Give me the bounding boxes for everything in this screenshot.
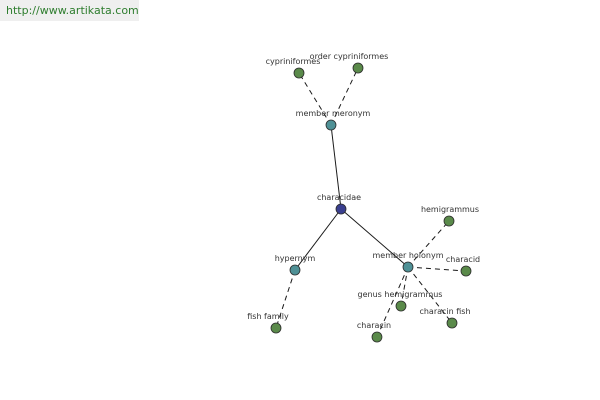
edge-characidae-to-member-meronym (330, 124, 342, 210)
node-member-holonym[interactable] (402, 261, 414, 273)
edge-hypernym-to-fish-family (275, 269, 296, 329)
graph-nodes (270, 62, 472, 343)
label-characin-fish[interactable]: characin fish (419, 307, 470, 316)
edge-member-holonym-to-characid (407, 266, 467, 272)
edge-characidae-to-member-holonym (340, 208, 409, 268)
edge-member-holonym-to-characin (376, 266, 409, 338)
edge-member-holonym-to-characin-fish (407, 266, 453, 324)
label-characidae[interactable]: characidae (317, 193, 361, 202)
label-hypernym[interactable]: hypernym (275, 254, 316, 263)
graph-edges (275, 67, 467, 338)
label-order-cypriniformes[interactable]: order cypriniformes (310, 52, 389, 61)
source-url-link[interactable]: http://www.artikata.com (0, 0, 139, 21)
edge-member-holonym-to-hemigrammus (407, 220, 450, 268)
node-fish-family[interactable] (270, 322, 282, 334)
edge-member-holonym-to-genus-hemigrammus (400, 266, 409, 307)
label-genus-hemigrammus[interactable]: genus hemigrammus (358, 290, 443, 299)
label-member-holonym[interactable]: member holonym (372, 251, 443, 260)
label-characid[interactable]: characid (446, 255, 480, 264)
node-characid[interactable] (460, 265, 472, 277)
label-member-meronym[interactable]: member meronym (296, 109, 371, 118)
label-characin[interactable]: characin (357, 321, 391, 330)
label-fish-family[interactable]: fish family (247, 312, 289, 321)
node-characin[interactable] (371, 331, 383, 343)
node-member-meronym[interactable] (325, 119, 337, 131)
edge-member-meronym-to-cypriniformes (298, 72, 332, 126)
node-hemigrammus[interactable] (443, 215, 455, 227)
node-hypernym[interactable] (289, 264, 301, 276)
edge-member-meronym-to-order-cypriniformes (330, 67, 359, 126)
graph-labels: characidae member meronym hypernym member h… (247, 52, 480, 330)
label-cypriniformes[interactable]: cypriniformes (266, 57, 321, 66)
node-order-cypriniformes[interactable] (352, 62, 364, 74)
node-cypriniformes[interactable] (293, 67, 305, 79)
node-genus-hemigrammus[interactable] (395, 300, 407, 312)
node-characidae[interactable] (335, 203, 347, 215)
node-characin-fish[interactable] (446, 317, 458, 329)
edge-characidae-to-hypernym (294, 208, 342, 271)
label-hemigrammus[interactable]: hemigrammus (421, 205, 479, 214)
